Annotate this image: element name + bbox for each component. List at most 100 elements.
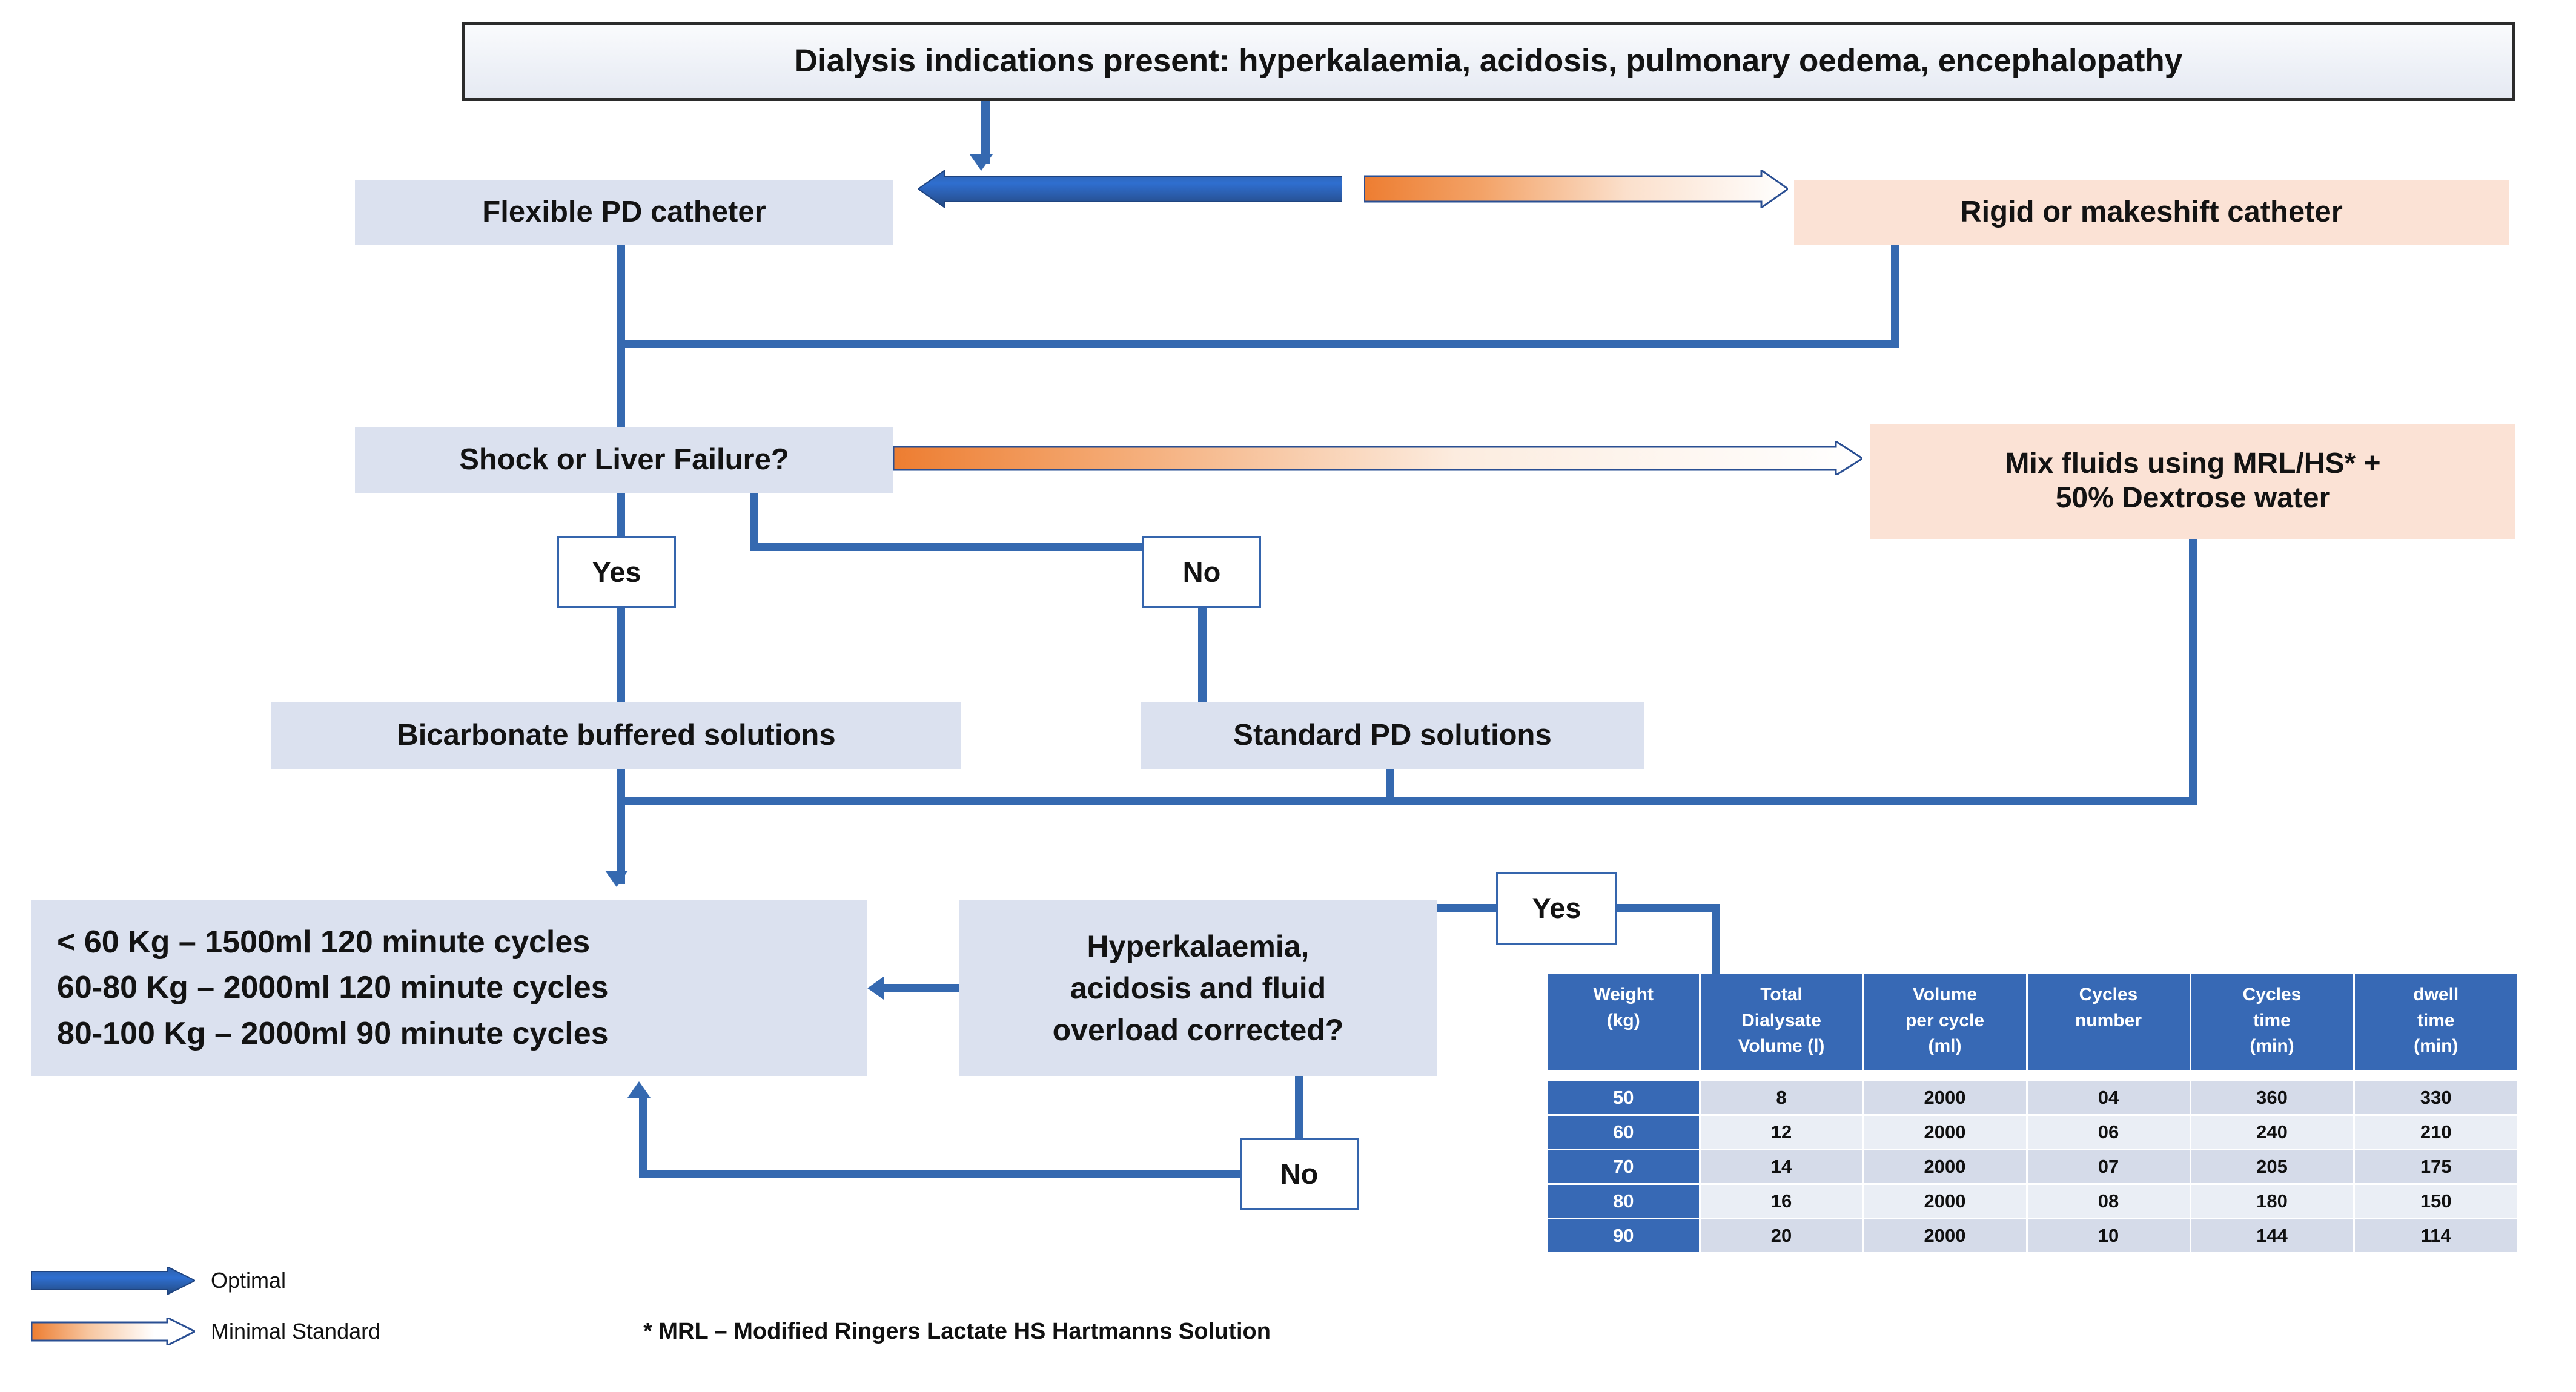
th-line: Total — [1760, 985, 1803, 1004]
table-cell: 2000 — [1863, 1149, 2028, 1185]
label-no-corrected: No — [1240, 1138, 1359, 1210]
th-line: number — [2074, 1010, 2142, 1031]
table-cell: 08 — [2027, 1184, 2191, 1219]
label-no-shock: No — [1142, 536, 1261, 608]
table-cell: 14 — [1700, 1149, 1864, 1185]
table-cell: 150 — [2354, 1184, 2517, 1219]
dosing-table: Weight (kg) Total Dialysate Volume (l) V… — [1548, 974, 2517, 1254]
connector-no-left — [639, 1170, 1245, 1178]
legend-optimal-arrow-icon — [31, 1267, 195, 1295]
connector-yes-to-bicarbonate — [617, 607, 625, 724]
table-header-volume-per-cycle: Volume per cycle (ml) — [1863, 974, 2028, 1070]
table-header-weight: Weight (kg) — [1548, 974, 1701, 1070]
node-mix-fluids: Mix fluids using MRL/HS* + 50% Dextrose … — [1870, 424, 2515, 539]
connector-shock-no-stem — [750, 493, 758, 551]
label-yes-shock-text: Yes — [592, 556, 641, 589]
table-cell: 20 — [1700, 1218, 1864, 1254]
th-line: Volume — [1912, 985, 1978, 1004]
table-cell: 06 — [2027, 1115, 2191, 1150]
node-corrected-question: Hyperkalaemia, acidosis and fluid overlo… — [959, 900, 1437, 1076]
connector-shock-yes-stem — [617, 493, 625, 539]
node-standard-pd-solutions-label: Standard PD solutions — [1233, 719, 1552, 752]
node-rigid-makeshift-catheter-label: Rigid or makeshift catheter — [1960, 196, 2343, 229]
table-header-cycles-number: Cycles number — [2027, 974, 2191, 1070]
table-cell: 04 — [2027, 1081, 2191, 1116]
legend-optimal-label: Optimal — [211, 1268, 286, 1293]
node-flexible-pd-catheter-label: Flexible PD catheter — [482, 196, 766, 229]
arrowhead-into-dose-left — [867, 977, 884, 1000]
node-flexible-pd-catheter: Flexible PD catheter — [355, 180, 893, 245]
legend-minimal-standard-arrow-icon — [31, 1318, 195, 1345]
table-cell: 10 — [2027, 1218, 2191, 1254]
arrowhead-into-dosebox — [605, 871, 628, 887]
th-line: dwell — [2413, 985, 2459, 1004]
table-cell: 2000 — [1863, 1218, 2028, 1254]
table-spacer-row — [1548, 1070, 2517, 1081]
table-cell: 175 — [2354, 1149, 2517, 1185]
th-line-spacer — [2030, 1034, 2187, 1060]
legend-optimal: Optimal — [31, 1267, 286, 1295]
th-line: time — [2253, 1010, 2291, 1031]
block-arrow-minimal-right — [1364, 170, 1788, 208]
connector-no-up-into-dose — [639, 1096, 647, 1175]
footnote-mrl-hs: * MRL – Modified Ringers Lactate HS Hart… — [643, 1319, 1271, 1344]
connector-corrected-yes-right — [1437, 904, 1504, 912]
connector-shock-no-right — [750, 543, 1150, 551]
block-arrow-minimal-to-mixfluids — [893, 441, 1862, 475]
node-bicarbonate-solutions-label: Bicarbonate buffered solutions — [397, 719, 836, 752]
th-line: time — [2417, 1010, 2455, 1031]
connector-corrected-no-down — [1295, 1076, 1303, 1143]
table-cell: 180 — [2190, 1184, 2355, 1219]
table-cell-weight: 90 — [1548, 1218, 1701, 1254]
connector-flexible-down — [617, 245, 625, 427]
node-rigid-makeshift-catheter: Rigid or makeshift catheter — [1794, 180, 2509, 245]
label-yes-corrected: Yes — [1496, 872, 1617, 945]
connector-yes-to-table-h — [1611, 904, 1720, 912]
connector-header-stem — [981, 101, 990, 164]
th-line: (kg) — [1606, 1010, 1640, 1031]
table-header-dwell-time: dwell time (min) — [2354, 974, 2517, 1070]
table-cell: 8 — [1700, 1081, 1864, 1116]
label-no-corrected-text: No — [1280, 1158, 1319, 1190]
connector-mixfluids-down — [2189, 539, 2197, 805]
th-line: Volume (l) — [1738, 1036, 1825, 1057]
arrowhead-header-down — [970, 154, 993, 171]
node-corrected-line-2: acidosis and fluid — [1070, 971, 1326, 1005]
th-line: (min) — [2250, 1036, 2294, 1057]
th-line: Weight — [1593, 985, 1654, 1004]
connector-bicarbonate-down — [617, 769, 625, 884]
legend-minimal-standard-label: Minimal Standard — [211, 1319, 381, 1344]
th-line: per cycle — [1905, 1010, 1985, 1031]
table-cell: 2000 — [1863, 1081, 2028, 1116]
block-arrow-optimal-left — [918, 170, 1342, 208]
table-spacer-cell — [1548, 1070, 2517, 1081]
node-mix-fluids-line1: Mix fluids using MRL/HS* + — [2005, 447, 2381, 480]
table-header-cycles-time: Cycles time (min) — [2190, 974, 2355, 1070]
node-corrected-line-3: overload corrected? — [1052, 1012, 1344, 1047]
node-shock-or-liver-failure: Shock or Liver Failure? — [355, 427, 893, 493]
table-cell-weight: 50 — [1548, 1081, 1701, 1116]
node-shock-or-liver-failure-label: Shock or Liver Failure? — [459, 443, 789, 477]
table-cell: 360 — [2190, 1081, 2355, 1116]
connector-trunk-left — [617, 797, 1394, 805]
table-cell: 330 — [2354, 1081, 2517, 1116]
label-yes-shock: Yes — [557, 536, 676, 608]
table-cell: 16 — [1700, 1184, 1864, 1219]
connector-rigid-down — [1891, 245, 1899, 348]
node-corrected-line-1: Hyperkalaemia, — [1087, 929, 1310, 963]
th-line: Dialysate — [1741, 1010, 1821, 1031]
node-dose-line-1: < 60 Kg – 1500ml 120 minute cycles — [57, 924, 591, 960]
table-cell: 114 — [2354, 1218, 2517, 1254]
table-cell-weight: 60 — [1548, 1115, 1701, 1150]
connector-rigid-left — [617, 340, 1899, 348]
label-yes-corrected-text: Yes — [1532, 892, 1581, 925]
node-dose-prescription: < 60 Kg – 1500ml 120 minute cycles 60-80… — [31, 900, 867, 1076]
connector-mixfluids-left — [1386, 797, 2197, 805]
node-dose-line-2: 60-80 Kg – 2000ml 120 minute cycles — [57, 970, 609, 1006]
connector-standardpd-down — [1386, 769, 1394, 805]
table-header-row: Weight (kg) Total Dialysate Volume (l) V… — [1548, 974, 2517, 1070]
